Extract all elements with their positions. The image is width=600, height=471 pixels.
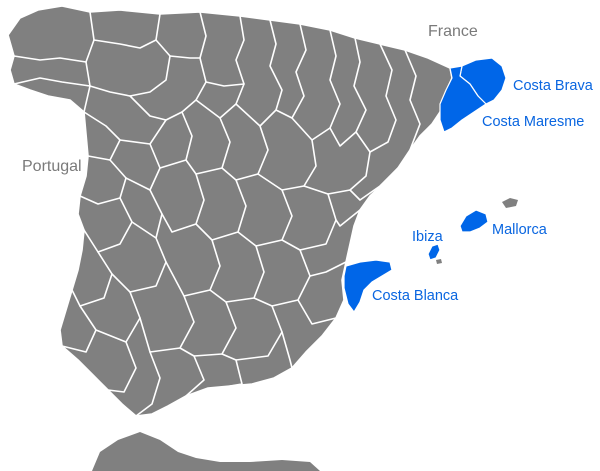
costa-blanca-label[interactable]: Costa Blanca [372, 288, 459, 304]
mallorca-label[interactable]: Mallorca [492, 222, 548, 238]
ibiza-label[interactable]: Ibiza [412, 229, 444, 245]
portugal-label: Portugal [22, 158, 82, 175]
province-borders [13, 11, 421, 417]
costa-maresme-label[interactable]: Costa Maresme [482, 114, 584, 130]
menorca-island [502, 198, 518, 208]
france-label: France [428, 23, 478, 40]
formentera-island [436, 259, 442, 264]
ibiza-island[interactable] [427, 243, 441, 261]
north-africa-coast [92, 432, 320, 471]
costa-brava-label[interactable]: Costa Brava [513, 78, 594, 94]
mainland-spain [7, 5, 453, 417]
mallorca-island[interactable] [459, 209, 489, 233]
costa-maresme-region[interactable] [439, 65, 487, 133]
costa-blanca-region[interactable] [343, 259, 393, 313]
